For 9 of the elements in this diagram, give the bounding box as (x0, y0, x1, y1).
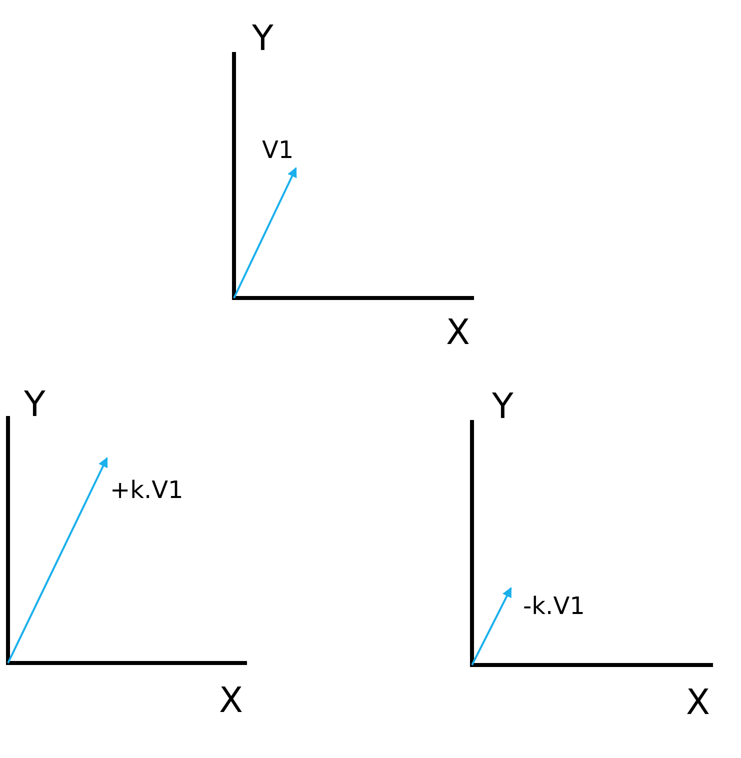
vector-label: -k.V1 (523, 594, 585, 618)
axis-label: Y (252, 22, 274, 57)
vector-label: V1 (262, 138, 294, 162)
axis-label: Y (492, 390, 514, 425)
vector-label: +k.V1 (110, 478, 184, 502)
axis-label: X (219, 684, 243, 719)
axis-label: X (686, 686, 710, 721)
axis-label: Y (24, 388, 46, 423)
axis-label: X (446, 316, 470, 351)
